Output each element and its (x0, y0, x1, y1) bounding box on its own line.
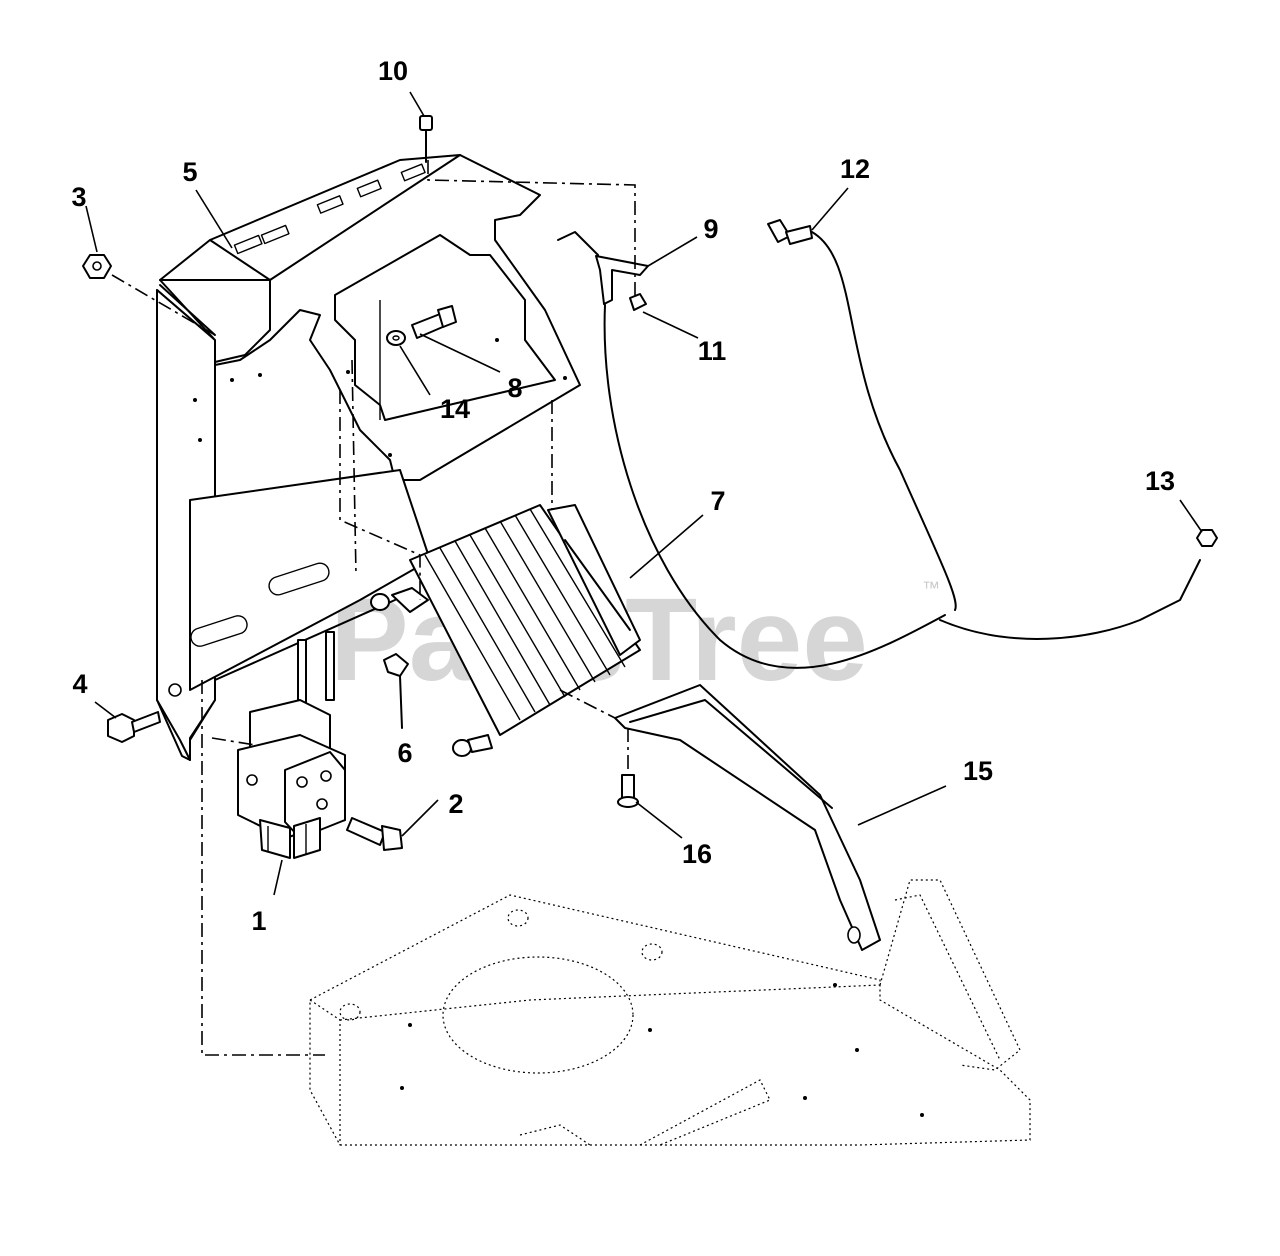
leader-lines (85, 91, 1203, 896)
watermark-trademark: ™ (922, 578, 940, 598)
washer-bolt (386, 305, 457, 346)
bracket-9 (557, 231, 649, 311)
callout-12: 12 (840, 154, 870, 184)
callout-10: 10 (378, 56, 408, 86)
bolt-2 (346, 817, 403, 851)
callouts: 1 2 3 4 5 6 7 8 9 10 11 12 13 14 15 16 (71, 56, 1175, 936)
switch-valve (237, 631, 346, 859)
top-screw (419, 115, 433, 163)
callout-13: 13 (1145, 466, 1175, 496)
callout-15: 15 (963, 756, 993, 786)
control-cable (603, 219, 1218, 669)
callout-3: 3 (71, 182, 86, 212)
callout-6: 6 (397, 738, 412, 768)
callout-16: 16 (682, 839, 712, 869)
heat-sink-module (370, 504, 641, 757)
callout-9: 9 (703, 214, 718, 244)
fins (424, 508, 626, 721)
control-panel-bracket (156, 154, 581, 761)
callout-14: 14 (440, 394, 470, 424)
callout-5: 5 (182, 157, 197, 187)
callout-8: 8 (507, 373, 522, 403)
callout-1: 1 (251, 906, 266, 936)
callout-2: 2 (448, 789, 463, 819)
hex-screw-4 (107, 711, 161, 743)
top-slots (233, 163, 426, 255)
clip-6 (383, 653, 409, 729)
callout-7: 7 (710, 486, 725, 516)
callout-11: 11 (698, 336, 727, 366)
bracket-15 (614, 684, 881, 951)
screw-16 (617, 728, 639, 808)
chassis (309, 879, 1031, 1146)
assembly-lines (111, 160, 636, 1056)
callout-4: 4 (72, 669, 87, 699)
